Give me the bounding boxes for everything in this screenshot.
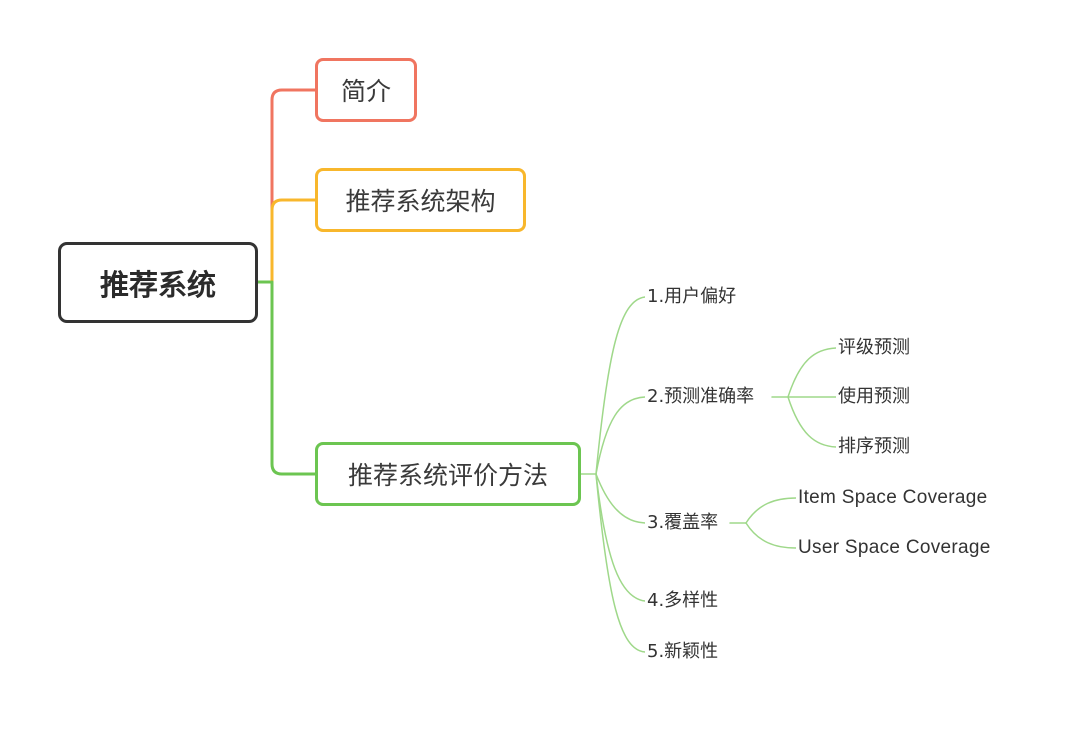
leaf-usage-prediction[interactable]: 使用预测 — [836, 386, 912, 408]
connector-to-item-coverage — [745, 497, 797, 524]
root-node[interactable]: 推荐系统 — [58, 242, 258, 323]
node-evaluation-methods[interactable]: 推荐系统评价方法 — [315, 442, 581, 506]
connector-to-accuracy — [595, 396, 646, 475]
connector-to-ranking — [787, 396, 837, 448]
connector-to-user-coverage — [745, 522, 797, 549]
connector-to-novelty — [595, 473, 646, 653]
connector-to-rating — [787, 347, 837, 398]
connector-to-arch — [270, 198, 317, 284]
connector-to-diversity — [595, 473, 646, 602]
leaf-rating-prediction[interactable]: 评级预测 — [836, 337, 912, 359]
leaf-ranking-prediction[interactable]: 排序预测 — [836, 436, 912, 458]
node-intro[interactable]: 简介 — [315, 58, 417, 122]
connector-to-eval — [270, 280, 317, 476]
leaf-coverage[interactable]: 3.覆盖率 — [645, 512, 721, 534]
leaf-novelty[interactable]: 5.新颖性 — [645, 641, 721, 663]
leaf-user-preference[interactable]: 1.用户偏好 — [645, 286, 739, 308]
connector-to-intro — [270, 88, 317, 284]
leaf-prediction-accuracy[interactable]: 2.预测准确率 — [645, 386, 757, 408]
leaf-item-space-coverage[interactable]: Item Space Coverage — [796, 487, 990, 509]
leaf-user-space-coverage[interactable]: User Space Coverage — [796, 537, 993, 559]
node-architecture[interactable]: 推荐系统架构 — [315, 168, 526, 232]
connector-to-pref — [595, 296, 646, 475]
connector-to-coverage — [595, 473, 646, 524]
leaf-diversity[interactable]: 4.多样性 — [645, 590, 721, 612]
